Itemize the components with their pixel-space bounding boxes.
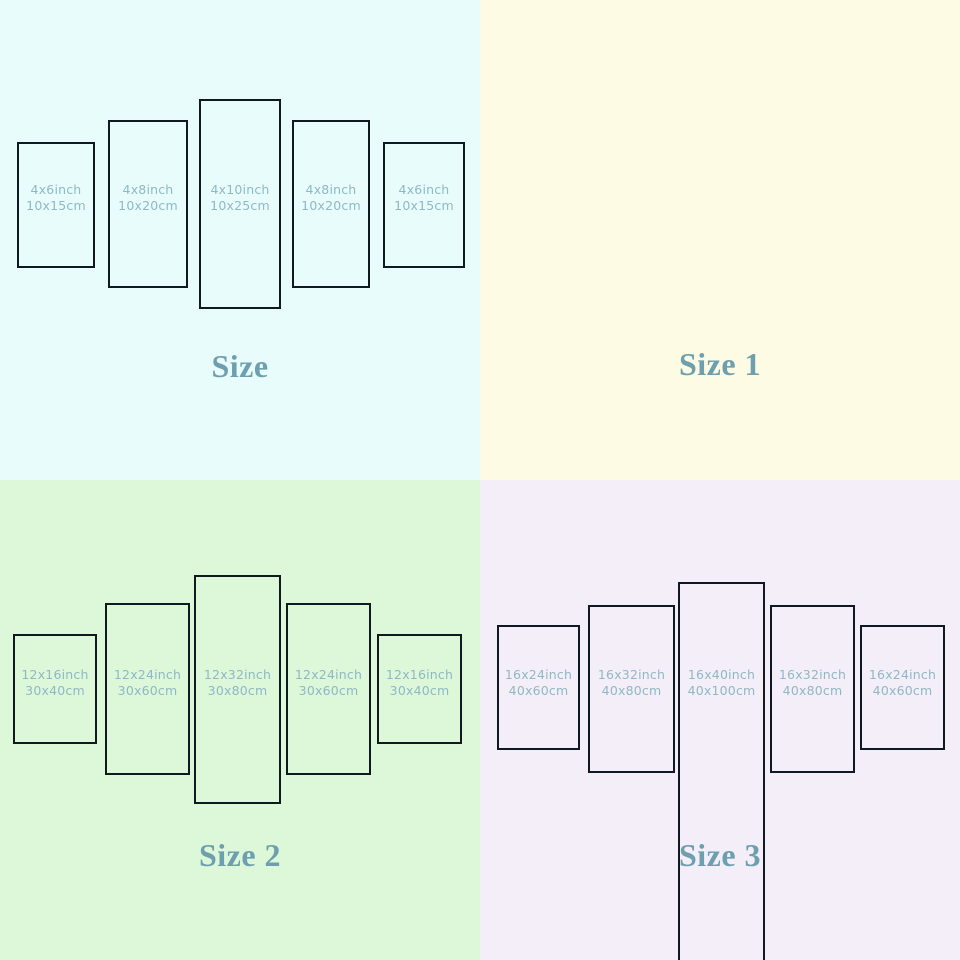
panel-group-size-1: 8x14inch20x35cm8x18inch20x45cm8x22inch20…: [480, 0, 960, 480]
canvas-panel-size-2: [108, 120, 188, 288]
canvas-panel-size-2-2: [105, 603, 190, 775]
canvas-panel-size-2-3: [194, 575, 281, 804]
canvas-panel-size-3-1: [497, 625, 580, 750]
canvas-panel-size-2-1: [13, 634, 97, 744]
canvas-panel-size-2-5: [377, 634, 462, 744]
group-title-size-1: Size 1: [678, 346, 762, 382]
canvas-panel-size-3: [199, 99, 281, 309]
canvas-panel-size-3-5: [860, 625, 945, 750]
canvas-panel-size-3-2: [588, 605, 675, 773]
group-title-size: Size: [211, 348, 269, 384]
quadrant-size-1: 8x14inch20x35cm8x18inch20x45cm8x22inch20…: [480, 0, 960, 480]
canvas-panel-size-2-4: [286, 603, 371, 775]
canvas-panel-size-5: [383, 142, 465, 268]
group-title-size-2: Size 2: [198, 837, 282, 873]
canvas-panel-size-3-3: [678, 582, 765, 960]
canvas-panel-size-4: [292, 120, 370, 288]
group-title-size-3: Size 3: [678, 837, 762, 873]
canvas-panel-size-1: [17, 142, 95, 268]
canvas-panel-size-3-4: [770, 605, 855, 773]
